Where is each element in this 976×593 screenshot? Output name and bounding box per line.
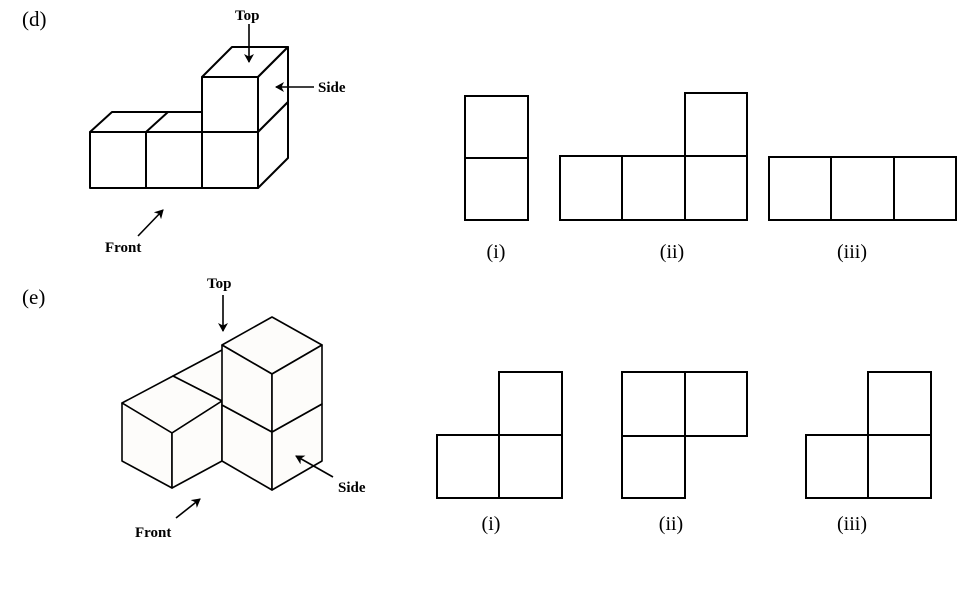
view-square [621,435,686,499]
view-square [867,371,932,436]
view-square [498,434,563,499]
view-caption: (i) [482,513,501,535]
side-label-d: Side [318,80,346,96]
part-e: (e) Top Side Front ( [22,276,932,541]
view-square [830,156,895,221]
solid-d [89,46,289,189]
view-square [621,155,686,221]
view-d-ii: (ii) [559,92,748,263]
front-label-e: Front [135,525,171,541]
view-square [684,155,748,221]
solid-e [121,316,323,491]
solid-d-cube2-front [145,131,203,189]
view-square [893,156,957,221]
view-square [464,157,529,221]
top-label-d: Top [235,8,259,24]
part-d: (d) Top Side Front (i) [22,7,957,263]
solid-d-cube3-front [201,131,259,189]
view-square [684,92,748,157]
view-d-i: (i) [464,95,529,263]
side-label-e: Side [338,480,366,496]
front-label-d: Front [105,240,141,256]
view-caption: (ii) [660,241,684,263]
solid-e-upper-cube-right [271,344,323,433]
front-arrow-e [175,498,201,519]
view-caption: (i) [487,241,506,263]
view-square [621,371,686,437]
top-label-e: Top [207,276,231,292]
part-d-label: (d) [22,7,47,31]
view-caption: (iii) [837,241,867,263]
view-caption: (ii) [659,513,683,535]
front-arrow-d [137,209,164,237]
solid-d-cube1-front [89,131,147,189]
side-arrow-e [295,455,334,478]
solid-d-cube4-front [201,76,259,133]
view-e-iii: (iii) [805,371,932,535]
view-square [684,371,748,437]
solid-d-cube3-side [257,101,289,189]
view-square [464,95,529,159]
view-square [805,434,869,499]
view-e-i: (i) [436,371,563,535]
view-square [768,156,832,221]
view-d-iii: (iii) [768,156,957,263]
view-e-ii: (ii) [621,371,748,535]
part-e-label: (e) [22,285,45,309]
view-square [559,155,623,221]
view-caption: (iii) [837,513,867,535]
view-square [867,434,932,499]
view-square [436,434,500,499]
view-square [498,371,563,436]
